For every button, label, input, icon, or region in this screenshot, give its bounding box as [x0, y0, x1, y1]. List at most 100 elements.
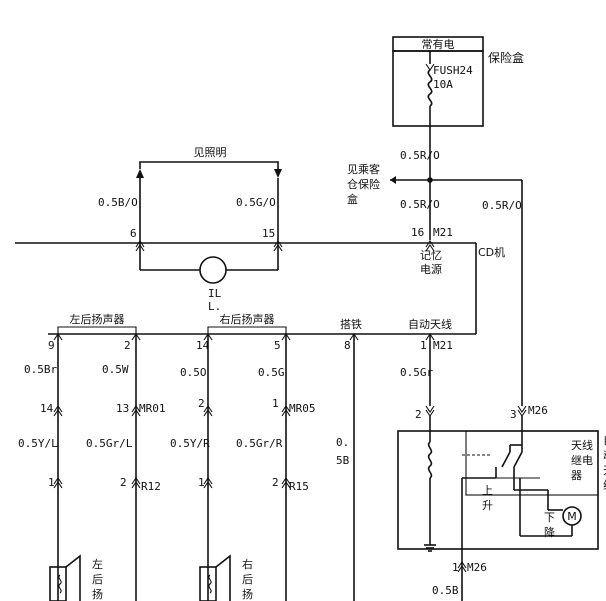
connector-chevron [53, 477, 63, 485]
illumination-lamp-icon [199, 256, 227, 284]
left-speaker-coil-icon [58, 574, 62, 594]
pin-1-r15: 1 [198, 476, 205, 489]
pin-2-r12: 2 [120, 476, 127, 489]
connector-chevron [273, 240, 283, 248]
fuse-box-title: 保险盒 [488, 50, 524, 65]
pin-14: 14 [196, 339, 210, 352]
passenger-fuse-ref-3: 盒 [347, 192, 358, 206]
ground-label: 搭铁 [340, 318, 362, 331]
connector-chevron [53, 405, 63, 413]
bracket-left-speaker [57, 326, 137, 334]
pin-16: 16 [411, 226, 424, 239]
right-speaker-cone-icon [215, 554, 231, 601]
left-speaker-icon [49, 566, 67, 601]
pin-1-m26-bottom: 1 [452, 561, 459, 574]
cd-unit-name: CD机 [478, 245, 505, 259]
wire-label-b-1: 0. [336, 436, 349, 449]
memory-power-1: 记忆 [420, 249, 442, 262]
relay-coil-icon [427, 441, 433, 479]
arrow-left-icon [390, 176, 396, 184]
relay-text-1: 天线 [571, 438, 593, 452]
right-speaker-text-2: 后 [242, 573, 253, 586]
left-speaker-text-3: 扬 [92, 587, 103, 601]
arrow-down-icon [274, 169, 282, 178]
right-speaker-coil-icon [208, 574, 212, 594]
pin-2-m26: 2 [415, 408, 422, 421]
illum-label-1: IL [208, 287, 222, 300]
connector-chevron [203, 405, 213, 413]
connector-chevron [425, 409, 435, 417]
fuse-box [392, 50, 484, 127]
connector-chevron [273, 244, 283, 252]
conn-r12: R12 [141, 480, 161, 493]
connector-chevron [425, 244, 435, 252]
connector-chevron [135, 244, 145, 252]
wire-label-yl: 0.5Y/L [18, 437, 58, 450]
connector-chevron [131, 405, 141, 413]
wire-label-w: 0.5W [102, 363, 129, 376]
left-rear-speaker-label: 左后扬声器 [70, 312, 125, 326]
conn-mr05: MR05 [289, 402, 316, 415]
connector-chevron [457, 565, 467, 573]
conn-mr01: MR01 [139, 402, 166, 415]
relay-switch-b [513, 451, 523, 468]
right-rear-speaker-label: 右后扬声器 [220, 312, 275, 326]
right-speaker-text-3: 扬 [242, 587, 253, 601]
pin-1-r12: 1 [48, 476, 55, 489]
down-text-1: 下 [544, 511, 555, 524]
wire-label-gr: 0.5Gr [400, 366, 433, 379]
connector-chevron [203, 477, 213, 485]
connector-chevron [425, 240, 435, 248]
motor-label: M [567, 510, 577, 523]
pin-15: 15 [262, 227, 275, 240]
lighting-bracket [139, 161, 279, 169]
connector-chevron [457, 561, 467, 569]
pin-1-mr05: 1 [272, 397, 279, 410]
connector-chevron [53, 481, 63, 489]
conn-m21-antenna: M21 [433, 339, 453, 352]
pin-3-m26: 3 [510, 408, 517, 421]
connector-chevron [517, 405, 527, 413]
relay-text-3: 器 [571, 469, 582, 482]
connector-chevron [281, 481, 291, 489]
pin-6: 6 [130, 227, 137, 240]
pin-1: 1 [420, 339, 427, 352]
wire-label-go: 0.5G/O [236, 196, 276, 209]
wire-label-br: 0.5Br [24, 363, 57, 376]
pin-14-mr01: 14 [40, 402, 54, 415]
connector-chevron [517, 409, 527, 417]
pin-8: 8 [344, 339, 351, 352]
up-text-2: 升 [482, 499, 493, 512]
antenna-module [397, 430, 599, 550]
passenger-fuse-ref-1: 见乘客 [347, 162, 380, 176]
conn-m21-memory: M21 [433, 226, 453, 239]
down-text-2: 降 [544, 525, 555, 539]
connector-chevron [281, 477, 291, 485]
wire-label-grr: 0.5Gr/R [236, 437, 283, 450]
conn-m26: M26 [528, 404, 548, 417]
wire-label-ro-lower: 0.5R/O [400, 198, 440, 211]
fuse-box-top-label: 常有电 [422, 37, 455, 51]
relay-switch-a [501, 451, 511, 468]
pin-5: 5 [274, 339, 281, 352]
connector-chevron [131, 481, 141, 489]
left-speaker-cone-icon [65, 554, 81, 601]
lighting-ref: 见照明 [194, 146, 227, 159]
antenna-edge-text-3: 天 [603, 464, 606, 477]
fuse-element-icon [427, 69, 433, 107]
up-text-1: 上 [482, 484, 493, 497]
fuse-name: FUSH24 [433, 64, 473, 77]
memory-power-2: 电源 [420, 262, 442, 276]
wire-label-yr: 0.5Y/R [170, 437, 210, 450]
fuse-rating: 10A [433, 78, 453, 91]
right-speaker-icon [199, 566, 217, 601]
connector-chevron [203, 481, 213, 489]
pin-9: 9 [48, 339, 55, 352]
connector-chevron [281, 405, 291, 413]
antenna-edge-text-1: 自 [603, 434, 606, 447]
pin-2-r15: 2 [272, 476, 279, 489]
wire-label-ro-right: 0.5R/O [482, 199, 522, 212]
connector-chevron [131, 477, 141, 485]
wire-label-o: 0.5O [180, 366, 207, 379]
connector-chevron [131, 409, 141, 417]
